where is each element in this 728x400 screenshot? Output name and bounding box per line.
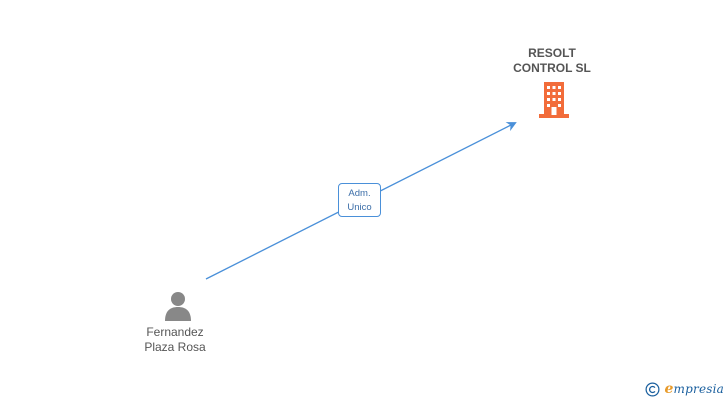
building-icon[interactable] (538, 82, 570, 118)
person-name-line2: Plaza Rosa (144, 340, 206, 354)
brand-logo: empresia (645, 379, 724, 399)
relation-label[interactable]: Adm. Unico (338, 183, 381, 217)
brand-name: empresia (664, 381, 724, 397)
relation-label-line2: Unico (347, 202, 372, 213)
company-name-line1: RESOLT (528, 46, 576, 60)
person-name-line1: Fernandez (146, 325, 204, 339)
company-name-line2: CONTROL SL (513, 61, 591, 75)
company-name[interactable]: RESOLT CONTROL SL (492, 46, 612, 76)
relation-label-line1: Adm. (348, 188, 371, 199)
brand-initial: e (664, 381, 674, 397)
person-icon[interactable] (163, 291, 193, 321)
person-name[interactable]: Fernandez Plaza Rosa (115, 325, 235, 355)
brand-name-rest: mpresia (673, 382, 724, 396)
copyright-icon (645, 382, 660, 396)
